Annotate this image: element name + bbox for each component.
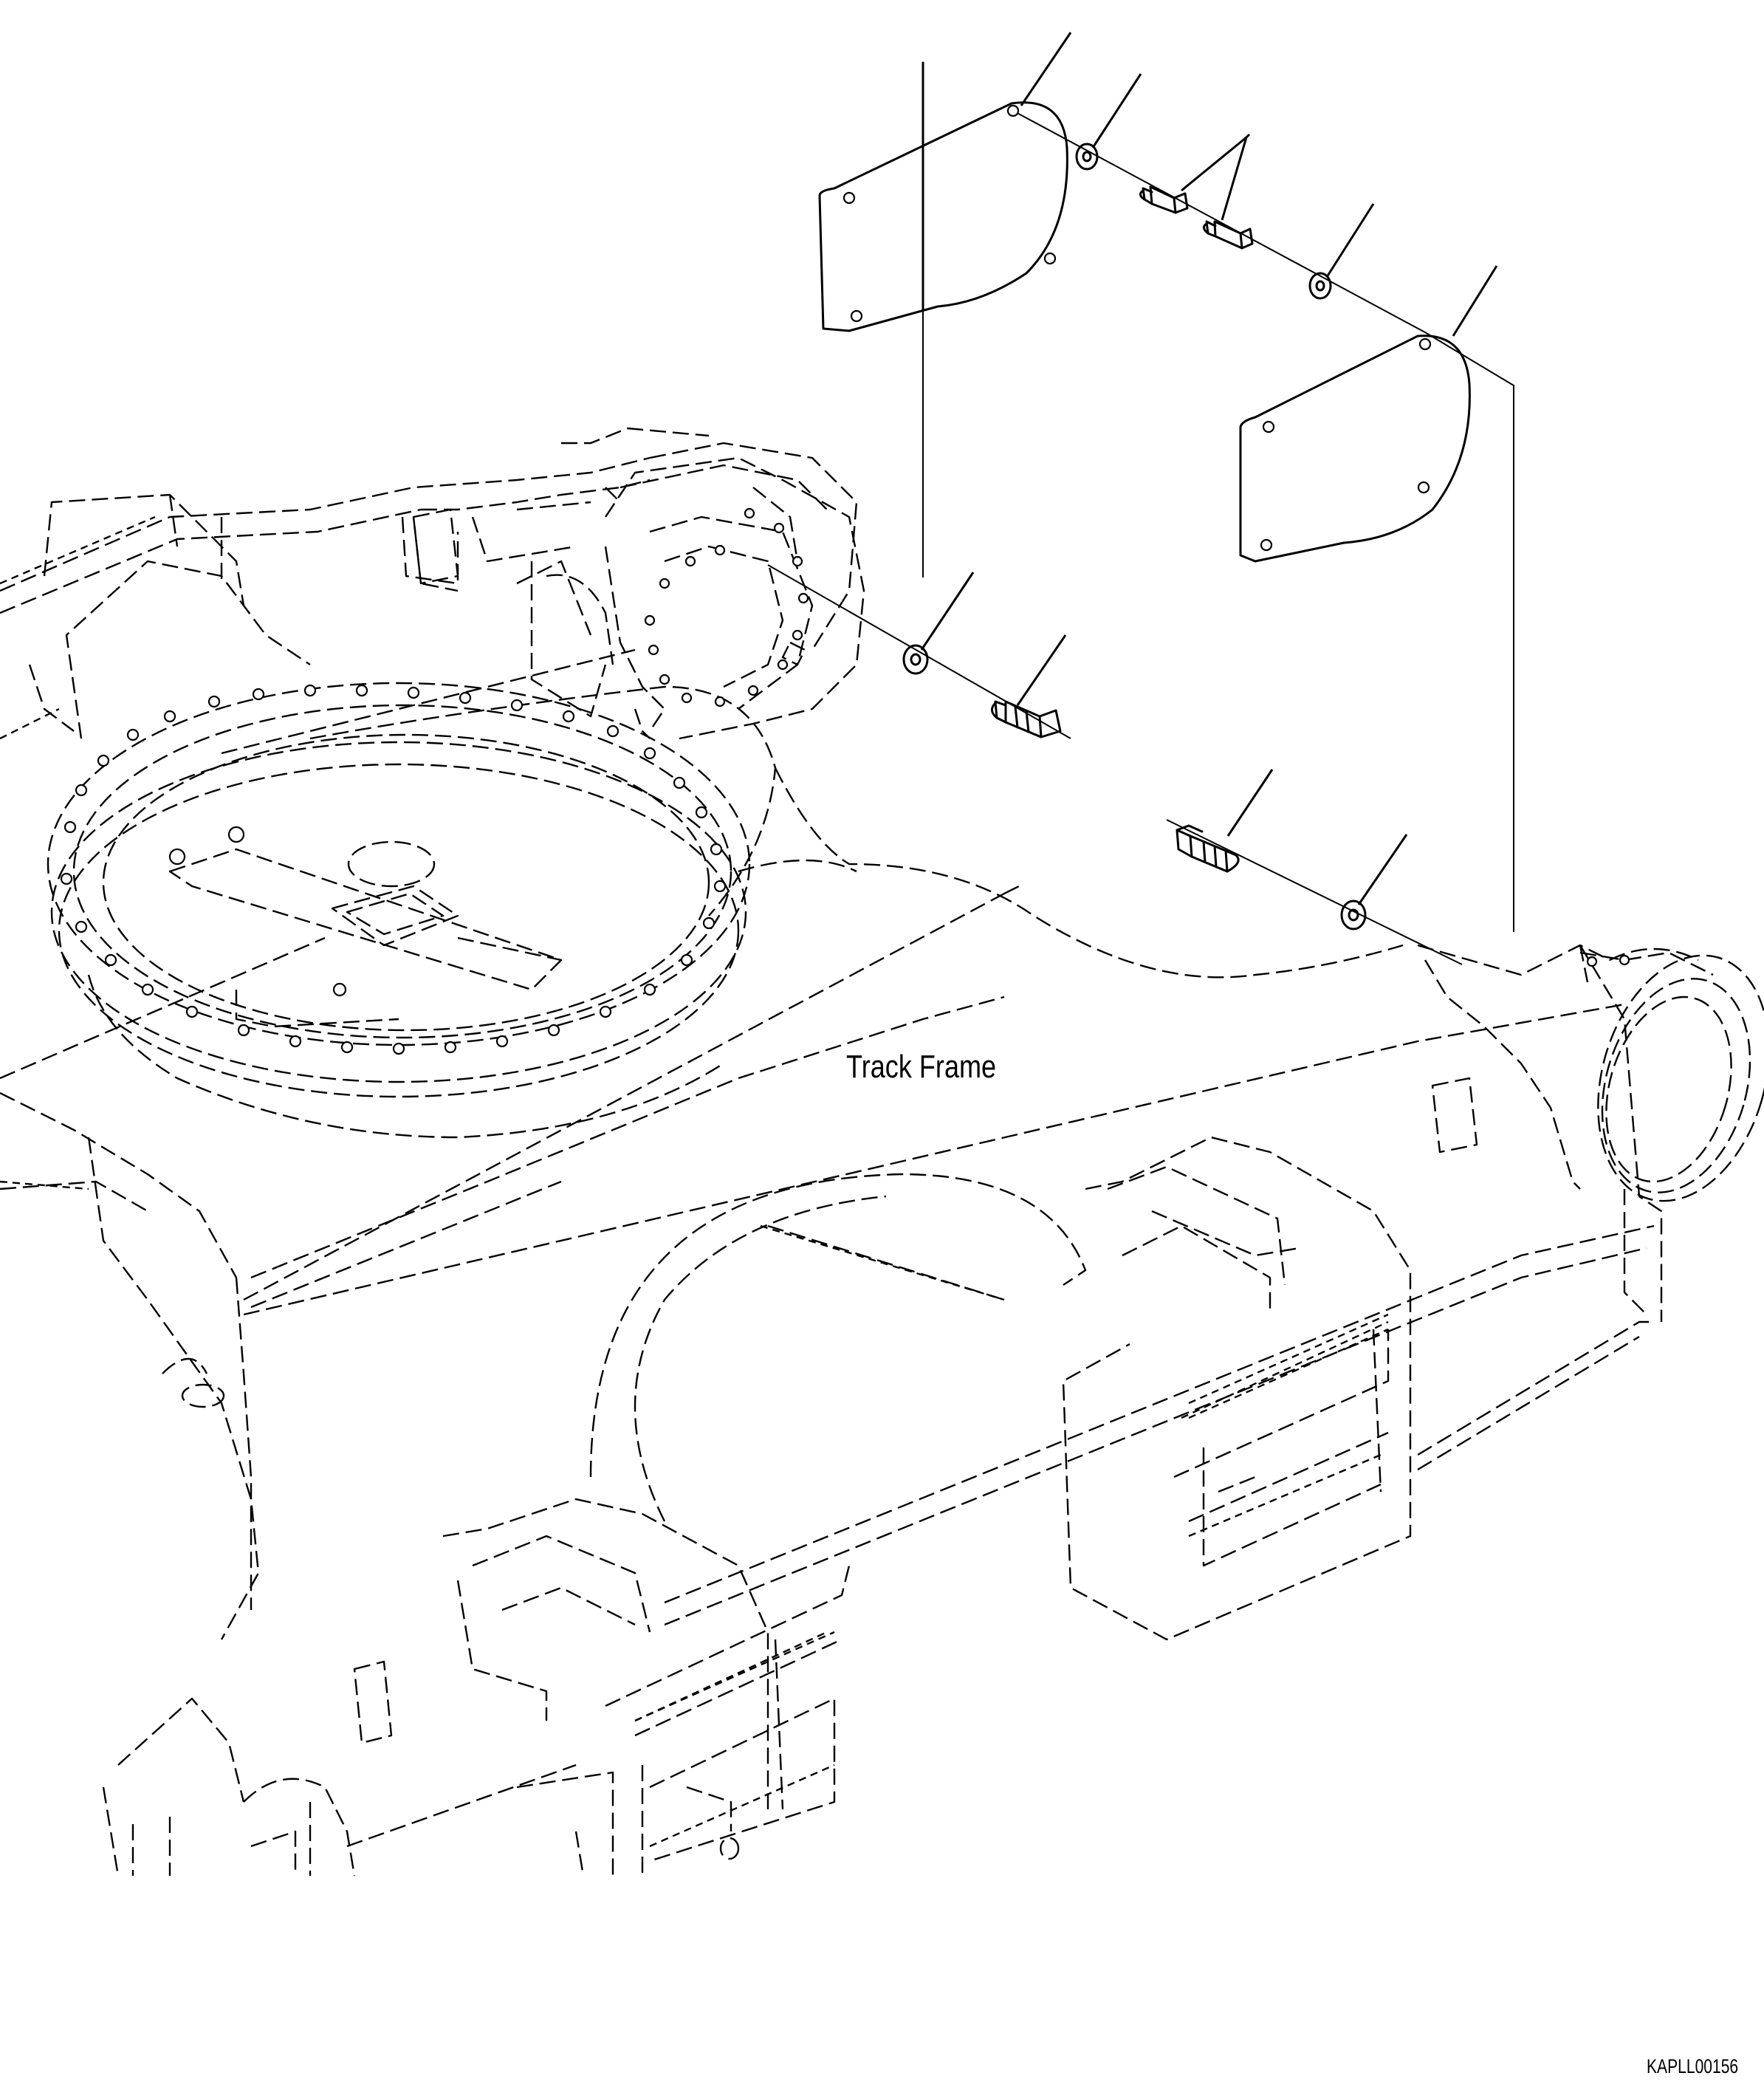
bolt <box>1139 185 1189 214</box>
cover-plate-right <box>1239 335 1471 563</box>
cover-plate-upper-left <box>818 61 1068 332</box>
track-frame-label: Track Frame <box>846 1049 997 1085</box>
assembly-axis-lines <box>767 63 1514 965</box>
washer <box>1075 143 1099 171</box>
figure-code: KAPLL00156 <box>1647 2055 1739 2077</box>
washer <box>1340 899 1367 931</box>
left-idler-holes <box>644 507 809 707</box>
bolt <box>1203 220 1254 250</box>
bolt <box>991 700 1062 738</box>
washer <box>902 644 929 675</box>
bolt <box>1176 824 1240 873</box>
callout-leaders <box>920 32 1498 905</box>
ring-bolt-holes <box>60 684 727 1055</box>
track-frame-outline <box>0 427 1764 1877</box>
washer <box>1308 272 1332 300</box>
